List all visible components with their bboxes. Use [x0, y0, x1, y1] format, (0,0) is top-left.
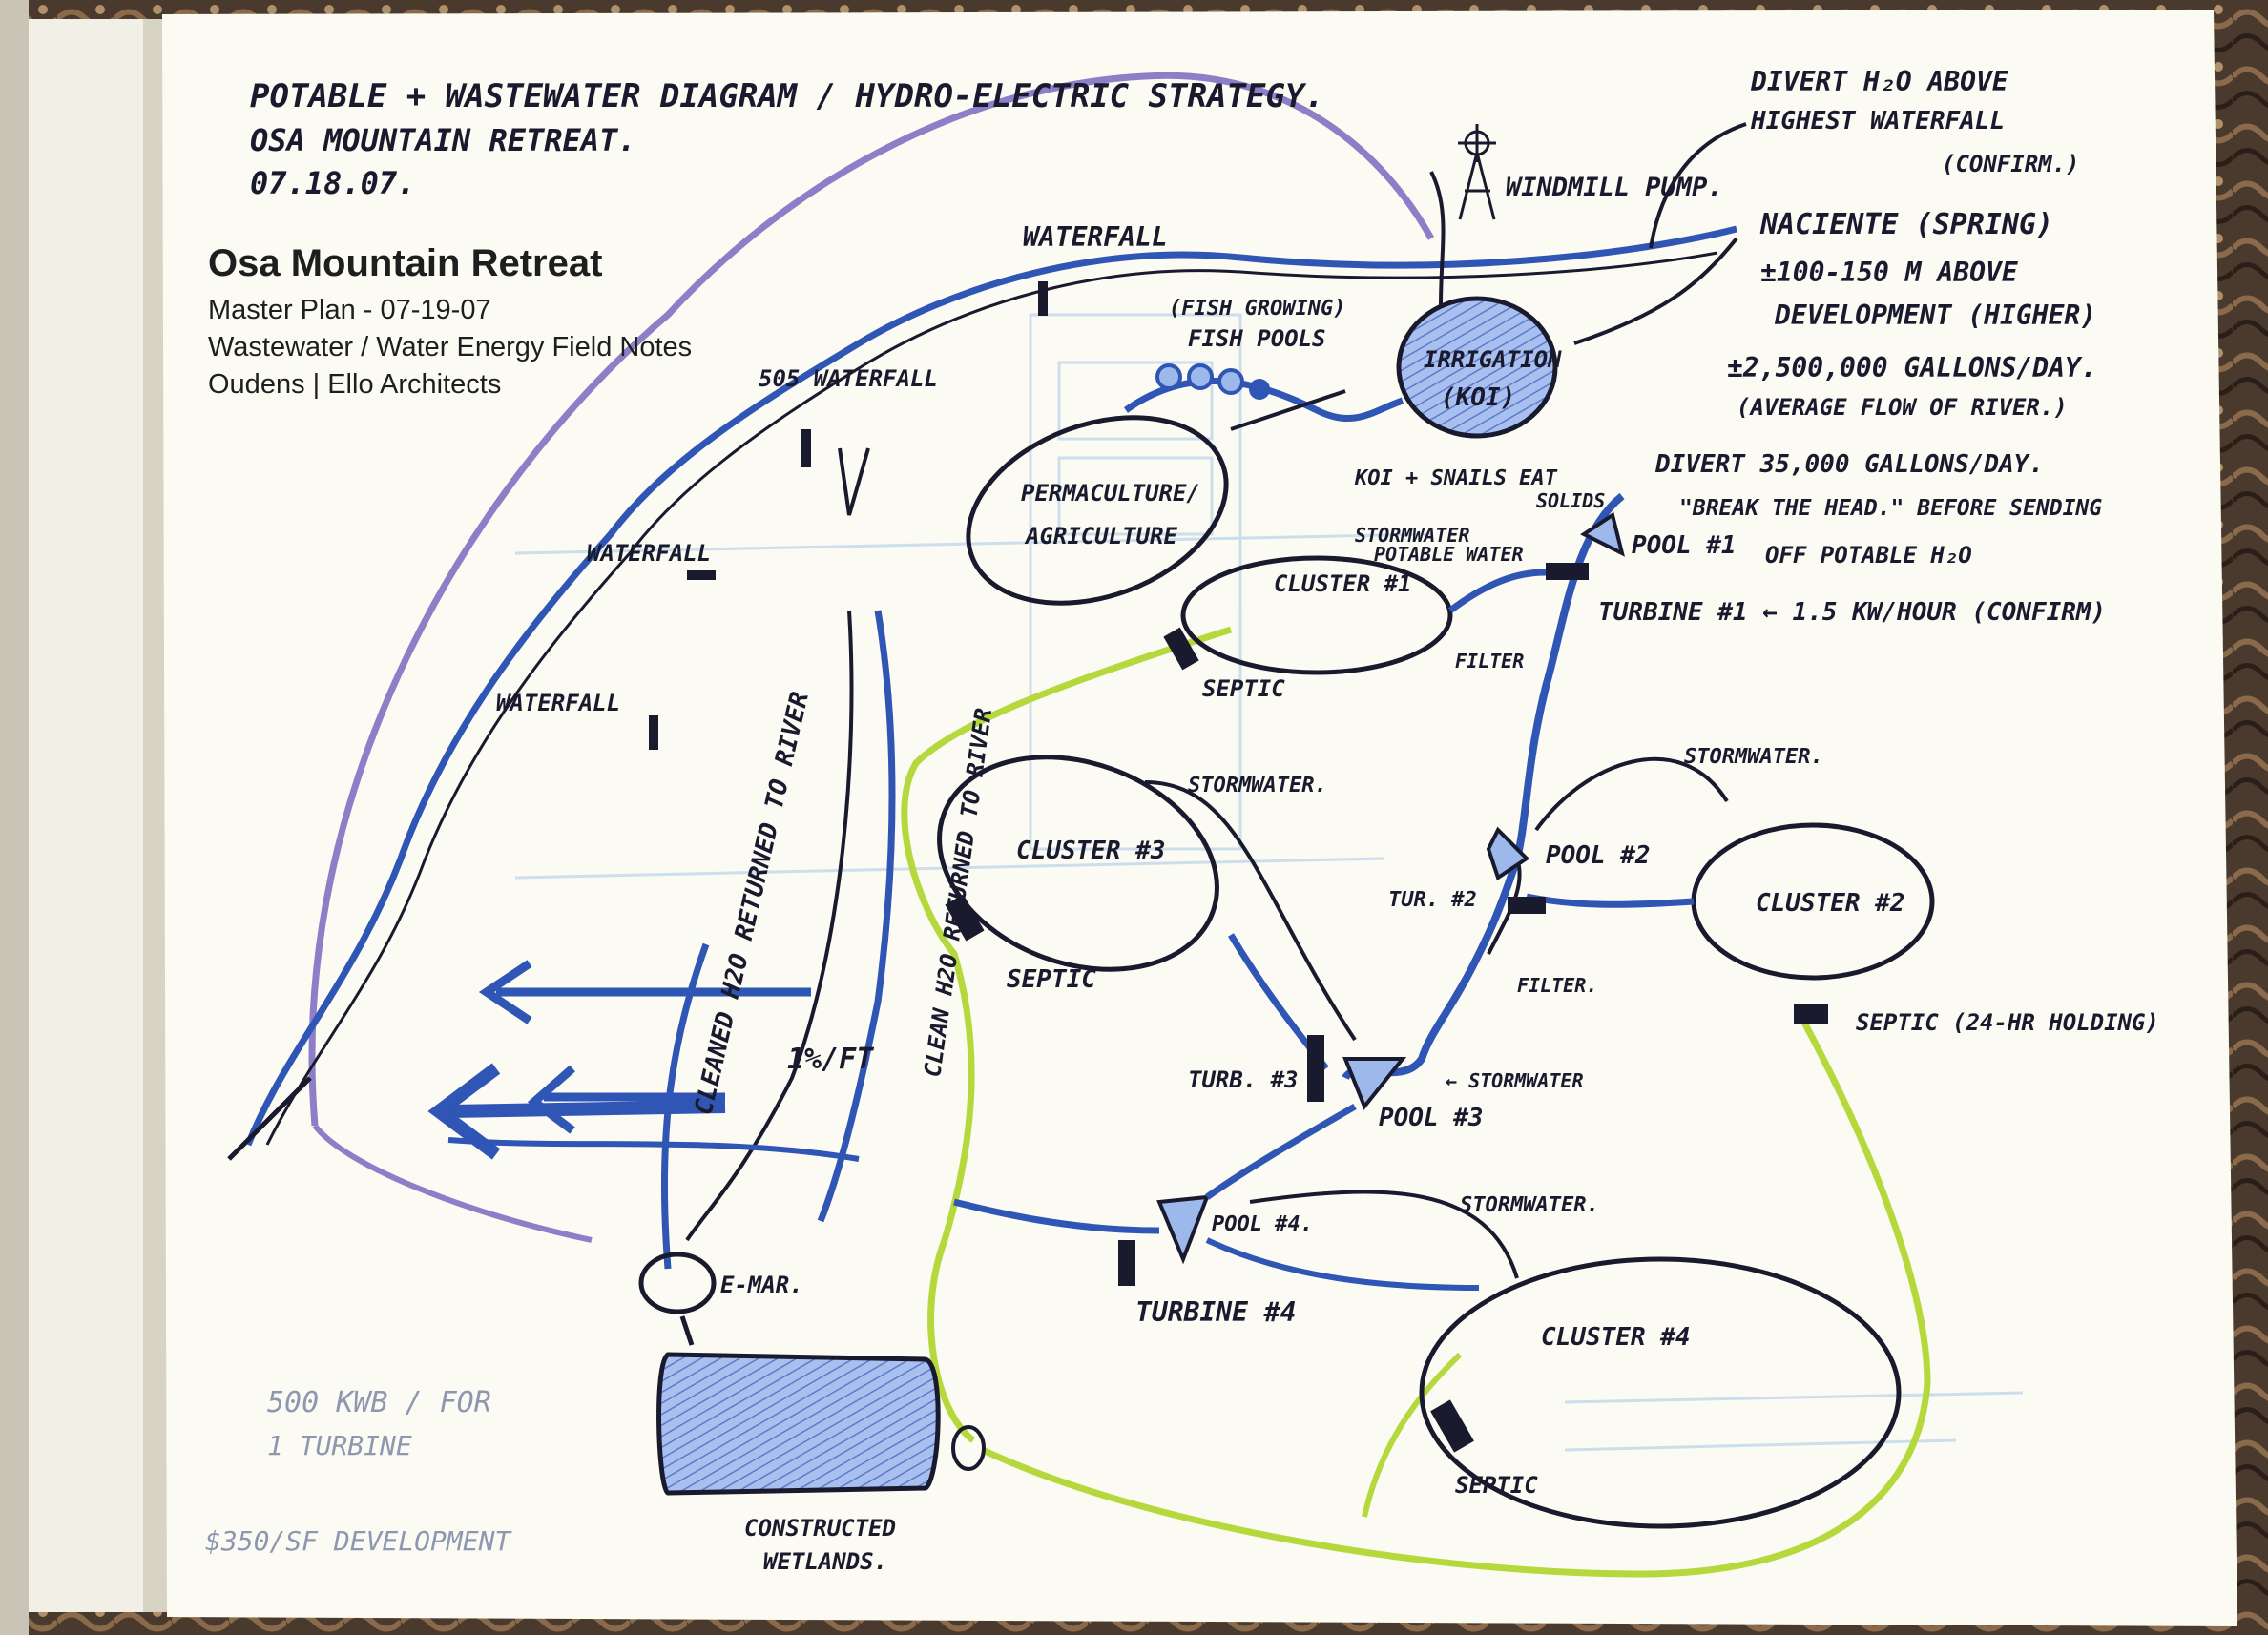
- divert-note-3: (CONFIRM.): [1942, 151, 2080, 177]
- caption-line-1: Master Plan - 07-19-07: [208, 292, 800, 329]
- caption-line-2: Wastewater / Water Energy Field Notes: [208, 329, 800, 366]
- waterfall-top-label: WATERFALL: [1023, 221, 1168, 253]
- stormwater-2-label: STORMWATER.: [1188, 774, 1327, 797]
- waterfall-mid-label: WATERFALL: [587, 540, 711, 567]
- wetlands-label-1: CONSTRUCTED: [744, 1515, 896, 1542]
- stormwater-4-label: ← STORMWATER: [1446, 1069, 1584, 1092]
- cluster-4-label: CLUSTER #4: [1541, 1323, 1691, 1352]
- potable-water-label: POTABLE WATER: [1374, 543, 1524, 566]
- spring-development: DEVELOPMENT (HIGHER): [1774, 300, 2096, 331]
- agriculture-label: AGRICULTURE: [1024, 523, 1177, 549]
- filter-1-label: FILTER: [1455, 650, 1524, 673]
- turbine-2-label: TUR. #2: [1388, 888, 1477, 912]
- septic-1-label: SEPTIC: [1202, 675, 1285, 702]
- septic-4-label: SEPTIC: [1455, 1472, 1538, 1499]
- divert-note-1: DIVERT H₂O ABOVE: [1750, 66, 2009, 97]
- turbine-1: [1546, 563, 1589, 580]
- solids-label: SOLIDS: [1536, 489, 1605, 512]
- cluster-3-label: CLUSTER #3: [1016, 837, 1166, 865]
- turbine-4-label: TURBINE #4: [1135, 1296, 1297, 1328]
- windmill-label: WINDMILL PUMP.: [1506, 173, 1723, 202]
- divert-note-2: HIGHEST WATERFALL: [1750, 107, 2005, 135]
- cluster-2-label: CLUSTER #2: [1756, 889, 1905, 918]
- permaculture-label: PERMACULTURE/: [1021, 480, 1200, 507]
- filter-2-label: FILTER.: [1517, 974, 1597, 997]
- divert-35k: DIVERT 35,000 GALLONS/DAY.: [1654, 450, 2044, 479]
- turbine-3: [1307, 1035, 1324, 1102]
- caption-line-3: Oudens | Ello Architects: [208, 366, 800, 404]
- flow-gallons: ±2,500,000 GALLONS/DAY.: [1727, 352, 2097, 383]
- irrigation-label: IRRIGATION: [1424, 346, 1562, 373]
- faint-note-2: 1 TURBINE: [267, 1430, 412, 1461]
- left-page: [29, 19, 162, 1612]
- waterfall-low-label: WATERFALL: [496, 690, 620, 716]
- slope-label: 1%/FT: [787, 1043, 874, 1076]
- turbine-2: [1508, 897, 1546, 914]
- flow-average: (AVERAGE FLOW OF RIVER.): [1737, 394, 2068, 421]
- spring-height: ±100-150 M ABOVE: [1760, 257, 2019, 288]
- emar-label: E-MAR.: [720, 1272, 803, 1298]
- faint-note-3: $350/SF DEVELOPMENT: [205, 1525, 512, 1557]
- cluster-1-label: CLUSTER #1: [1274, 570, 1412, 597]
- turbine-4: [1118, 1240, 1135, 1286]
- pool-3-label: POOL #3: [1379, 1104, 1484, 1132]
- pool-2-label: POOL #2: [1546, 841, 1651, 870]
- caption-block: Osa Mountain Retreat Master Plan - 07-19…: [208, 240, 800, 404]
- koi-label: (KOI): [1441, 383, 1515, 412]
- wetlands-label-2: WETLANDS.: [763, 1548, 887, 1575]
- turbine-3-label: TURB. #3: [1188, 1066, 1299, 1093]
- septic-2-label: SEPTIC (24-HR HOLDING): [1856, 1009, 2159, 1036]
- fish-growing-label: (FISH GROWING): [1169, 297, 1345, 321]
- stormwater-5-label: STORMWATER.: [1460, 1193, 1599, 1217]
- constructed-wetlands: [659, 1355, 939, 1493]
- caption-title: Osa Mountain Retreat: [208, 240, 800, 286]
- turbine-1-label: TURBINE #1 ← 1.5 KW/HOUR (CONFIRM): [1598, 598, 2106, 627]
- septic-3-label: SEPTIC: [1007, 965, 1096, 994]
- spring-label: NACIENTE (SPRING): [1759, 208, 2053, 241]
- off-potable: OFF POTABLE H₂O: [1765, 542, 1972, 569]
- pool-1-label: POOL #1: [1632, 531, 1737, 560]
- header-note-3: 07.18.07.: [250, 165, 415, 201]
- faint-note-1: 500 KWB / FOR: [267, 1386, 491, 1419]
- header-note-2: OSA MOUNTAIN RETREAT.: [250, 122, 636, 158]
- header-note-1: POTABLE + WASTEWATER DIAGRAM / HYDRO-ELE…: [250, 77, 1324, 115]
- pool-4-label: POOL #4.: [1212, 1212, 1313, 1236]
- fish-pools-label: FISH POOLS: [1188, 325, 1326, 352]
- koi-snails-label: KOI + SNAILS EAT: [1354, 466, 1558, 490]
- septic-2-tank: [1794, 1004, 1828, 1024]
- break-head: "BREAK THE HEAD." BEFORE SENDING: [1679, 496, 2102, 521]
- stormwater-3-label: STORMWATER.: [1684, 745, 1823, 769]
- page-edge-left: [0, 0, 29, 1635]
